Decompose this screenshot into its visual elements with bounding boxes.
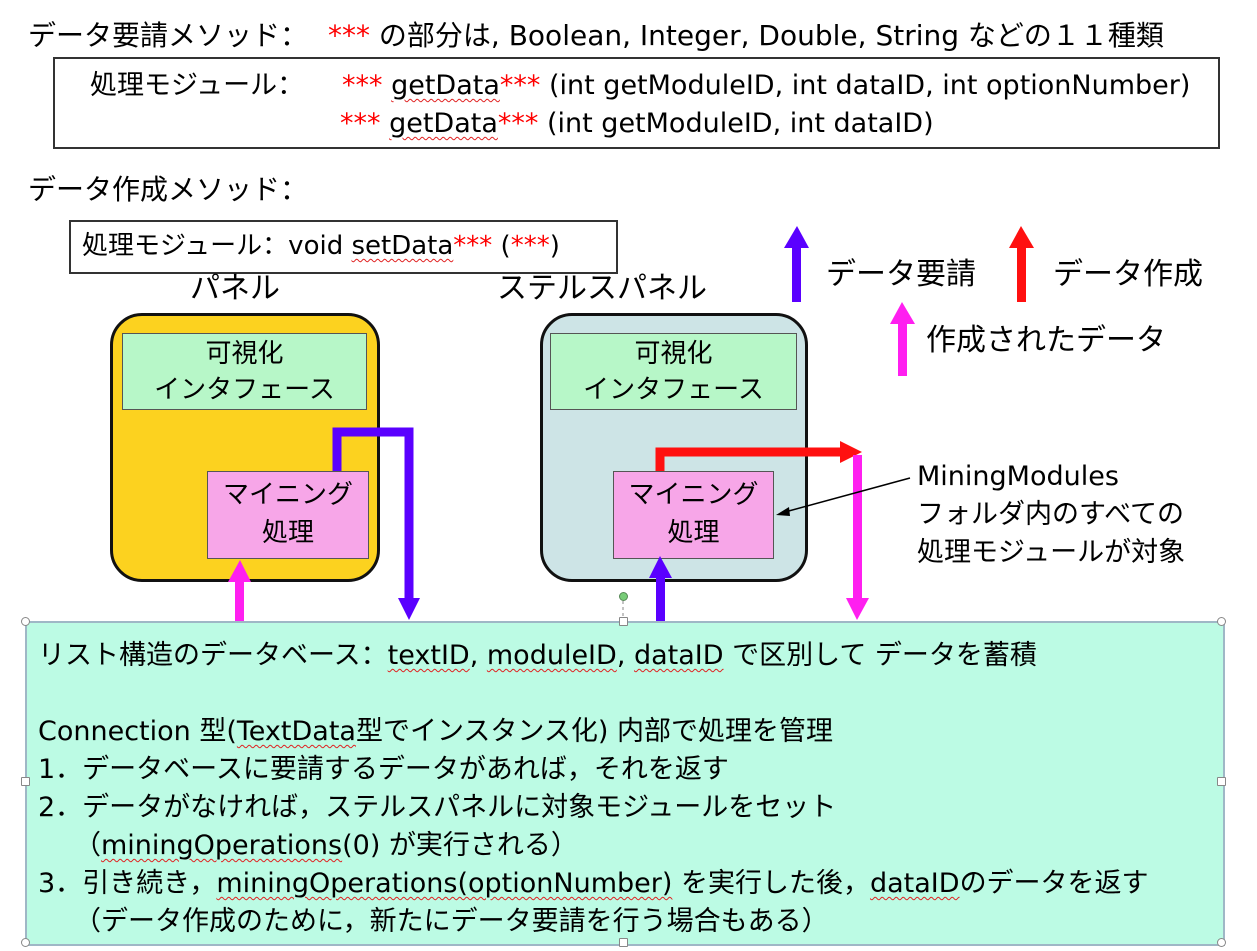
stars: *** [499, 70, 541, 101]
stealth-mining-process: マイニング処理 [613, 471, 774, 559]
panel-visualization-interface: 可視化インタフェース [122, 333, 367, 410]
method-name: getData [389, 108, 498, 139]
method-name: setData [351, 231, 454, 261]
resize-handle[interactable] [1217, 938, 1226, 947]
legend-request-arrow [784, 226, 809, 302]
type-note: の部分は, Boolean, Integer, Double, String な… [370, 19, 1164, 52]
id: textID [387, 640, 470, 671]
text: Connection 型( [38, 716, 237, 747]
text: (0) が実行される） [342, 830, 578, 861]
stars: *** [342, 70, 383, 101]
text: で区別して データを蓄積 [723, 640, 1037, 671]
text: 3．引き続き， [38, 868, 217, 899]
set-data-signature: 処理モジュール：void setData*** (***) [82, 233, 560, 259]
line: MiningModules [917, 461, 1119, 492]
paren: ) [549, 231, 560, 261]
resize-handle[interactable] [619, 938, 628, 947]
text: TextData [236, 716, 356, 747]
label: マイニング [628, 480, 759, 510]
resize-handle[interactable] [1217, 777, 1226, 786]
annotation-pointer [776, 477, 911, 516]
stealth-created-data-arrow [846, 455, 869, 620]
stars: *** [340, 108, 381, 139]
create-method-heading: データ作成メソッド： [28, 173, 309, 206]
resize-handle[interactable] [1217, 617, 1226, 626]
method-args: (int getModuleID, int dataID) [538, 108, 934, 139]
paren: ( [492, 231, 511, 261]
stars: *** [328, 19, 371, 52]
stars: *** [510, 231, 550, 261]
db-item-3: 3．引き続き，miningOperations(optionNumber) を実… [38, 865, 1149, 903]
label: 処理 [667, 518, 720, 548]
text: （ [74, 830, 101, 861]
stars: *** [453, 231, 493, 261]
method-args: (int getModuleID, int dataID, int option… [540, 70, 1191, 101]
db-line-1: リスト構造のデータベース：textID, moduleID, dataID で区… [38, 640, 1037, 671]
resize-handle[interactable] [21, 777, 30, 786]
label: マイニング [222, 480, 353, 510]
panel-request-arrow [332, 427, 420, 620]
label: インタフェース [583, 375, 764, 405]
label: 可視化 [634, 339, 713, 369]
legend-create: データ作成 [1053, 257, 1203, 292]
legend-create-arrow [1009, 226, 1034, 302]
rotate-handle[interactable] [619, 592, 628, 601]
db-line-2: Connection 型(TextData型でインスタンス化) 内部で処理を管理 [38, 713, 1149, 751]
request-method-box [53, 57, 1220, 149]
text: dataID [869, 868, 960, 899]
line: フォルダ内のすべての [917, 499, 1185, 530]
create-method-box [69, 220, 618, 274]
text: miningOperations [101, 830, 343, 861]
stealth-request-arrow [649, 556, 672, 621]
id: moduleID [486, 640, 617, 671]
label: 可視化 [205, 339, 284, 369]
heading-text: データ要請メソッド： [28, 19, 309, 52]
get-data-signature-2: *** getData*** (int getModuleID, int dat… [340, 110, 934, 137]
resize-handle[interactable] [21, 617, 30, 626]
stealth-visualization-interface: 可視化インタフェース [550, 333, 797, 410]
legend-created-data: 作成されたデータ [926, 323, 1166, 358]
label: 処理 [261, 518, 314, 548]
stars: *** [497, 108, 539, 139]
request-method-heading: データ要請メソッド： *** の部分は, Boolean, Integer, Do… [28, 22, 1164, 50]
resize-handle[interactable] [619, 617, 628, 626]
label: インタフェース [154, 375, 335, 405]
db-item-2-sub: （miningOperations(0) が実行される） [38, 827, 1149, 865]
db-item-2: 2．データがなければ，ステルスパネルに対象モジュールをセット [38, 792, 837, 823]
id: dataID [633, 640, 724, 671]
legend-request: データ要請 [826, 257, 976, 292]
text: のデータを返す [959, 868, 1149, 899]
get-data-signature-1: *** getData*** (int getModuleID, int dat… [342, 72, 1190, 99]
stealth-create-arrow [655, 441, 862, 471]
db-item-1: 1．データベースに要請するデータがあれば，それを返す [38, 754, 729, 785]
text: を実行した後， [672, 868, 870, 899]
database-text: リスト構造のデータベース：textID, moduleID, dataID で区… [38, 637, 1149, 941]
mining-modules-annotation: MiningModules フォルダ内のすべての 処理モジュールが対象 [917, 458, 1185, 572]
line: 処理モジュールが対象 [917, 537, 1186, 568]
request-module-label: 処理モジュール： [90, 70, 305, 101]
db-item-3-sub: （データ作成のために，新たにデータ要請を行う場合もある） [74, 906, 829, 937]
stealth-panel-title: ステルスパネル [497, 271, 707, 306]
legend-created-arrow [890, 302, 915, 376]
resize-handle[interactable] [21, 938, 30, 947]
panel-title: パネル [190, 271, 280, 306]
panel-created-data-arrow [228, 560, 251, 621]
text: miningOperations(optionNumber) [216, 868, 673, 899]
text: リスト構造のデータベース： [38, 640, 388, 671]
module-label: 処理モジュール：void [82, 231, 352, 261]
method-name: getData [391, 70, 500, 101]
panel-mining-process: マイニング処理 [207, 471, 369, 559]
text: 型でインスタンス化) 内部で処理を管理 [355, 716, 834, 747]
